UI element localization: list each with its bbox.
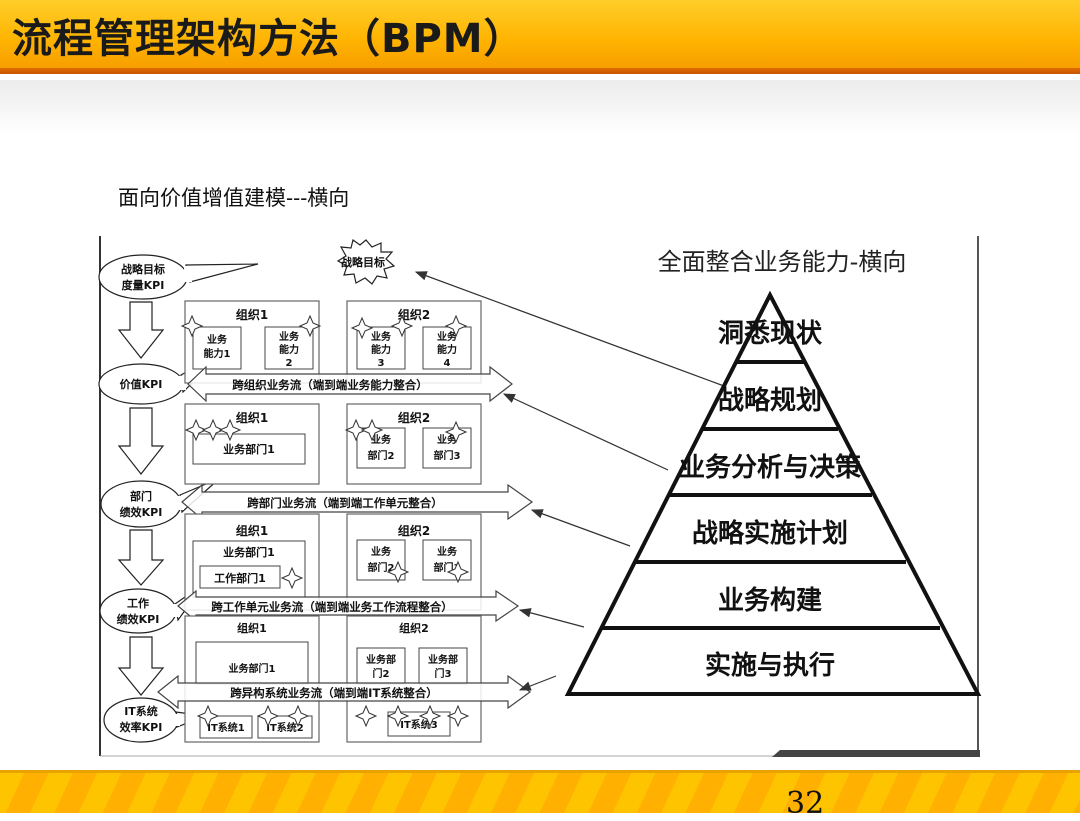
svg-text:业务: 业务 — [207, 333, 228, 346]
layer1-org2: 组织2 — [398, 307, 430, 322]
svg-text:能力1: 能力1 — [204, 347, 231, 360]
svg-text:业务: 业务 — [437, 330, 458, 343]
kpi-work: 工作 绩效KPI — [99, 582, 206, 634]
strategy-goal-label: 战略目标 — [341, 255, 385, 269]
svg-text:业务部门1: 业务部门1 — [223, 442, 275, 456]
svg-text:部门: 部门 — [130, 489, 152, 503]
svg-text:门2: 门2 — [373, 667, 390, 680]
svg-text:IT系统2: IT系统2 — [266, 721, 304, 734]
svg-text:业务: 业务 — [371, 433, 392, 446]
pyramid-level-2: 战略规划 — [718, 385, 822, 416]
layer3-org1: 组织1 — [236, 523, 268, 538]
svg-text:业务: 业务 — [371, 545, 392, 558]
pyramid-level-3: 业务分析与决策 — [679, 452, 861, 483]
layer-3: 组织1 组织2 业务部门1 工作部门1 业务 部门2 业务 部门3 跨工作单元业… — [177, 513, 520, 623]
down-arrow-2 — [117, 407, 165, 475]
svg-text:能力: 能力 — [371, 343, 391, 356]
title-bar: 流程管理架构方法（BPM） — [0, 0, 1080, 74]
connector-arrows — [414, 271, 725, 691]
layer3-org2: 组织2 — [398, 523, 430, 538]
svg-text:业务部门1: 业务部门1 — [229, 662, 276, 675]
svg-text:部门3: 部门3 — [434, 449, 461, 462]
layer-1: 组织1 组织2 业务 能力1 业务 能力 2 业务 能力 3 业务 能力 4 跨… — [184, 300, 513, 403]
kpi-department: 部门 绩效KPI — [100, 477, 221, 528]
flow-label-3: 跨工作单元业务流（端到端业务工作流程整合） — [211, 600, 453, 614]
svg-text:IT系统1: IT系统1 — [207, 721, 245, 734]
footer-stripe — [0, 770, 1080, 813]
svg-text:能力: 能力 — [279, 343, 299, 356]
svg-text:能力: 能力 — [437, 343, 457, 356]
svg-text:度量KPI: 度量KPI — [122, 278, 165, 292]
slide-subtitle: 面向价值增值建模---横向 — [118, 186, 350, 210]
svg-text:绩效KPI: 绩效KPI — [117, 612, 160, 626]
pyramid-level-5: 业务构建 — [718, 586, 822, 616]
slide-title: 流程管理架构方法（BPM） — [12, 16, 525, 62]
layer2-org1: 组织1 — [236, 410, 268, 425]
bottom-frame-accent — [772, 750, 980, 757]
layer-2: 组织1 组织2 业务部门1 业务 部门2 业务 部门3 跨部门业务流（端到端工作… — [181, 403, 534, 521]
svg-text:工作部门1: 工作部门1 — [214, 571, 266, 585]
page-number: 32 — [786, 786, 825, 821]
flow-label-2: 跨部门业务流（端到端工作单元整合） — [247, 496, 443, 510]
pyramid-level-6: 实施与执行 — [705, 650, 835, 681]
flow-label-4: 跨异构系统业务流（端到端IT系统整合） — [230, 686, 438, 700]
layer1-org1: 组织1 — [236, 307, 268, 322]
svg-text:业务: 业务 — [437, 545, 458, 558]
down-arrow-4 — [117, 636, 165, 696]
svg-text:业务部门1: 业务部门1 — [223, 545, 275, 559]
pyramid-level-1: 洞悉现状 — [718, 319, 823, 349]
svg-text:2: 2 — [286, 358, 293, 369]
svg-text:4: 4 — [444, 358, 451, 369]
svg-text:业务部: 业务部 — [366, 653, 396, 666]
svg-text:业务: 业务 — [371, 330, 392, 343]
strategy-goal-burst — [336, 238, 396, 285]
flow-label-1: 跨组织业务流（端到端业务能力整合） — [232, 378, 428, 392]
svg-text:绩效KPI: 绩效KPI — [120, 505, 163, 519]
svg-text:业务: 业务 — [279, 330, 300, 343]
kpi-strategy: 战略目标 度量KPI — [98, 254, 259, 300]
svg-text:价值KPI: 价值KPI — [120, 377, 163, 391]
layer4-org1: 组织1 — [237, 621, 267, 635]
down-arrow-3 — [117, 529, 165, 586]
svg-text:门3: 门3 — [435, 667, 452, 680]
svg-text:部门2: 部门2 — [368, 449, 395, 462]
svg-text:工作: 工作 — [127, 596, 149, 610]
svg-text:部门2: 部门2 — [368, 561, 395, 574]
header-band — [0, 80, 1080, 136]
svg-text:效率KPI: 效率KPI — [120, 720, 163, 734]
layer4-org2: 组织2 — [399, 621, 429, 635]
pyramid-title: 全面整合业务能力-横向 — [658, 248, 907, 276]
svg-text:业务部: 业务部 — [428, 653, 458, 666]
sparkle-stars — [180, 314, 470, 728]
flow-arrow-4 — [157, 674, 532, 710]
pyramid-level-4: 战略实施计划 — [692, 518, 848, 549]
layer-4: 组织1 组织2 业务部门1 业务部 门2 业务部 门3 IT系统1 IT系统2 … — [157, 615, 532, 743]
svg-text:IT系统: IT系统 — [124, 704, 158, 718]
svg-text:3: 3 — [378, 358, 385, 369]
down-arrow-1 — [117, 301, 165, 359]
svg-text:业务: 业务 — [437, 433, 458, 446]
kpi-it: IT系统 效率KPI — [103, 697, 208, 743]
pyramid: 全面整合业务能力-横向 洞悉现状 战略规划 业务分析与决策 战略实施计划 业务构… — [564, 248, 982, 696]
svg-text:战略目标: 战略目标 — [121, 262, 165, 276]
flow-arrow-1 — [187, 365, 513, 403]
layer2-org2: 组织2 — [398, 410, 430, 425]
